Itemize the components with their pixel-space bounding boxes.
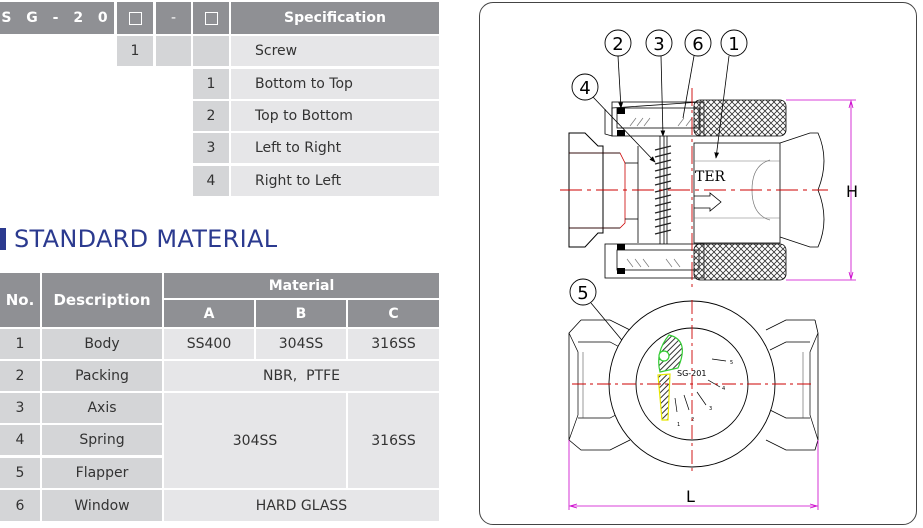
flow-arrow-icon — [694, 192, 722, 212]
row-description: Axis — [42, 393, 162, 423]
title-bar-icon — [0, 228, 6, 250]
section-title: STANDARD MATERIAL — [0, 224, 277, 254]
front-view: SG-201 1 2 3 4 5 L — [568, 300, 819, 510]
callout-4: 4 — [571, 73, 656, 163]
callout-6: 6 — [682, 29, 712, 119]
header-no: No. — [0, 273, 40, 327]
direction-label: Right to Left — [231, 166, 439, 196]
svg-text:4: 4 — [579, 78, 590, 99]
direction-label: Left to Right — [231, 133, 439, 163]
callouts: 2 3 6 1 4 5 — [569, 29, 748, 381]
callout-3: 3 — [645, 29, 673, 137]
section-title-text: STANDARD MATERIAL — [14, 225, 278, 253]
svg-text:1: 1 — [677, 422, 680, 428]
row-no: 2 — [0, 361, 40, 391]
row-no: 1 — [0, 329, 40, 359]
direction-code: 2 — [193, 101, 229, 131]
row-description: Flapper — [42, 458, 162, 488]
row-no: 3 — [0, 393, 40, 423]
svg-text:3: 3 — [709, 406, 712, 412]
merged-material-c: 316SS — [348, 393, 439, 488]
row-material-all: NBR, PTFE — [164, 361, 439, 391]
flapper-shape — [657, 373, 671, 421]
row-description: Packing — [42, 361, 162, 391]
specification-header: Specification — [231, 2, 439, 34]
pivot-shape — [658, 334, 683, 373]
svg-text:6: 6 — [692, 34, 703, 55]
row-description: Spring — [42, 425, 162, 455]
svg-text:3: 3 — [653, 34, 664, 55]
dimension-h-label: H — [846, 182, 858, 201]
header-b: B — [256, 300, 346, 327]
row-no: 5 — [0, 458, 40, 488]
direction-code: 3 — [193, 133, 229, 163]
direction-code: 4 — [193, 166, 229, 196]
svg-text:2: 2 — [612, 34, 623, 55]
option-box-2 — [193, 2, 229, 34]
model-code-header: S G - 2 0 — [0, 2, 114, 34]
row-material-a: SS400 — [164, 329, 254, 359]
type-label: Screw — [231, 36, 439, 66]
callout-1: 1 — [714, 29, 748, 159]
row-description: Window — [42, 490, 162, 521]
technical-drawing-frame — [479, 2, 917, 525]
row-description: Body — [42, 329, 162, 359]
model-marking: SG-201 — [677, 369, 706, 378]
svg-text:4: 4 — [722, 386, 725, 392]
checkbox-icon — [204, 11, 218, 25]
header-a: A — [164, 300, 254, 327]
direction-label: Bottom to Top — [231, 69, 439, 99]
direction-label: Top to Bottom — [231, 101, 439, 131]
section-view: TER H — [560, 88, 858, 290]
header-c: C — [348, 300, 439, 327]
row-material-all: HARD GLASS — [164, 490, 439, 521]
svg-text:1: 1 — [728, 34, 739, 55]
ter-label: TER — [695, 169, 726, 185]
type-code: 1 — [117, 36, 153, 66]
row-material-c: 316SS — [348, 329, 439, 359]
row-material-b: 304SS — [256, 329, 346, 359]
separator-cell: - — [156, 2, 191, 34]
svg-text:5: 5 — [730, 360, 733, 366]
row-no: 6 — [0, 490, 40, 521]
empty-cell — [156, 36, 191, 66]
header-description: Description — [42, 273, 162, 327]
direction-code: 1 — [193, 69, 229, 99]
merged-material-ab: 304SS — [164, 393, 346, 488]
row-no: 4 — [0, 425, 40, 455]
option-box-1 — [117, 2, 153, 34]
checkbox-icon — [128, 11, 142, 25]
callout-2: 2 — [604, 29, 632, 109]
dimension-l-label: L — [686, 487, 695, 506]
svg-text:5: 5 — [577, 283, 588, 304]
empty-cell — [193, 36, 229, 66]
header-material: Material — [164, 273, 439, 298]
svg-text:2: 2 — [691, 417, 694, 423]
